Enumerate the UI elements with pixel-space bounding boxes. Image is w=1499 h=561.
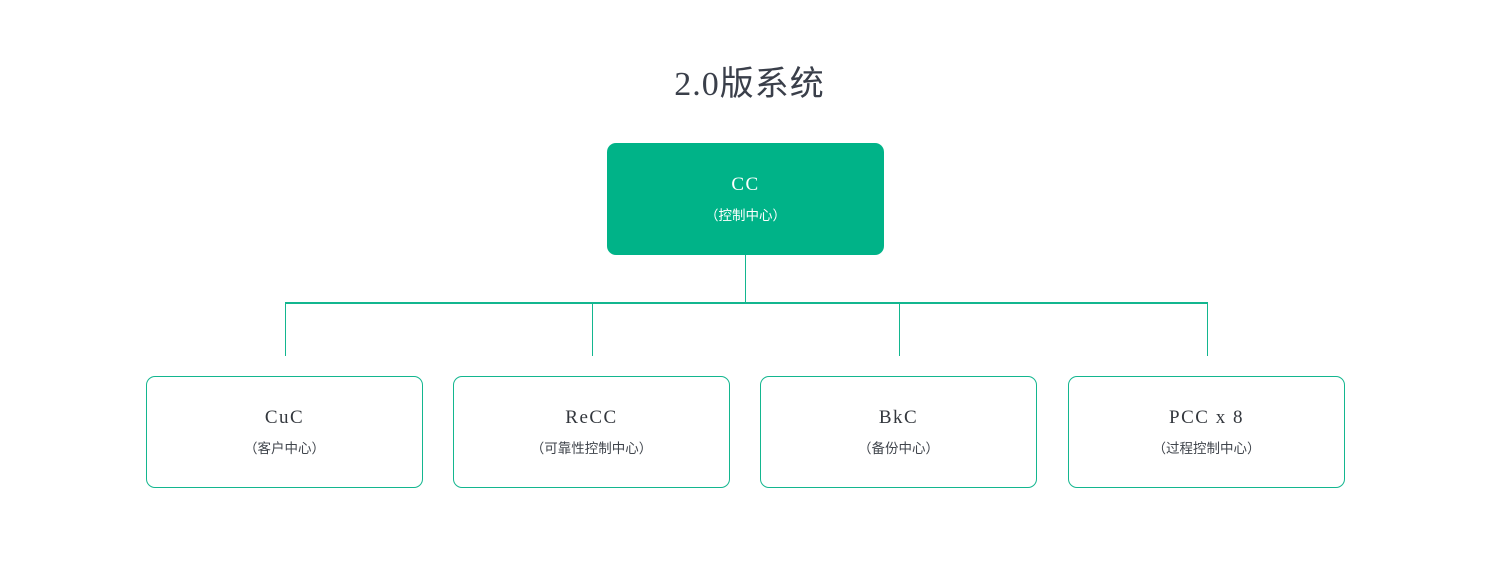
node-cuc[interactable]: CuC （客户中心） bbox=[146, 376, 423, 488]
connector-drop-cuc bbox=[284, 302, 286, 356]
node-cc[interactable]: CC （控制中心） bbox=[607, 143, 884, 255]
node-bkc-subtitle: （备份中心） bbox=[858, 440, 939, 456]
node-recc[interactable]: ReCC （可靠性控制中心） bbox=[453, 376, 730, 488]
node-cuc-title: CuC bbox=[264, 406, 305, 428]
node-pcc-subtitle: （过程控制中心） bbox=[1152, 440, 1261, 456]
node-cc-subtitle: （控制中心） bbox=[705, 207, 786, 223]
connector-drop-pcc bbox=[1206, 302, 1208, 356]
node-bkc-title: BkC bbox=[878, 406, 919, 428]
connector-horizontal-bus bbox=[285, 302, 1208, 304]
connector-root-trunk bbox=[744, 255, 746, 303]
node-bkc[interactable]: BkC （备份中心） bbox=[760, 376, 1037, 488]
node-pcc[interactable]: PCC x 8 （过程控制中心） bbox=[1068, 376, 1345, 488]
node-cuc-subtitle: （客户中心） bbox=[244, 440, 325, 456]
node-cc-title: CC bbox=[731, 173, 760, 195]
page-title: 2.0版系统 bbox=[674, 66, 825, 103]
node-recc-subtitle: （可靠性控制中心） bbox=[530, 440, 653, 456]
connector-drop-bkc bbox=[898, 302, 900, 356]
node-recc-title: ReCC bbox=[565, 406, 618, 428]
connector-drop-recc bbox=[591, 302, 593, 356]
node-pcc-title: PCC x 8 bbox=[1169, 406, 1244, 428]
